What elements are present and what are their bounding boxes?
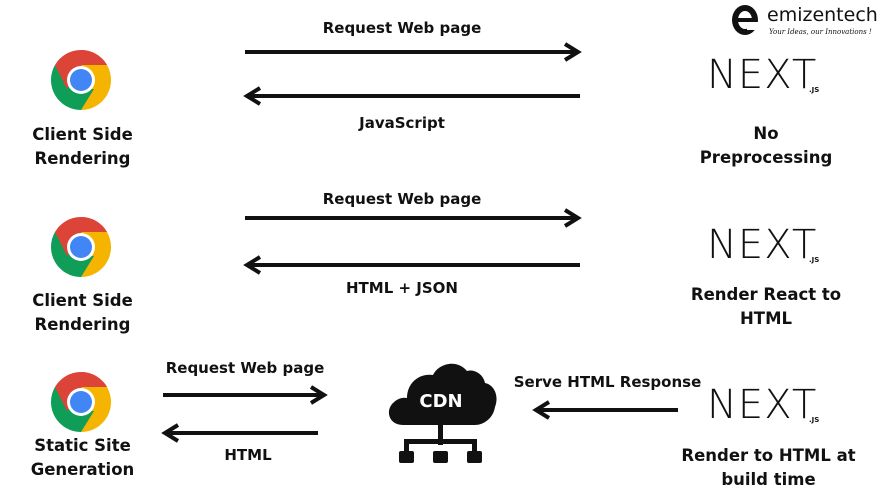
brand-tagline: Your Ideas, our Innovations !	[769, 28, 872, 36]
server-label: Render React to HTML	[690, 285, 842, 328]
server-label: No Preprocessing	[699, 124, 833, 167]
brand-name: emizentech	[767, 4, 878, 26]
chrome-icon	[50, 49, 112, 111]
response-arrow	[243, 86, 580, 106]
response-label: HTML + JSON	[346, 279, 458, 297]
request-arrow	[163, 385, 328, 405]
request-arrow	[245, 208, 582, 228]
nextjs-logo-suffix: .JS	[809, 256, 820, 264]
request-label: Request Web page	[322, 19, 482, 37]
request-arrow	[245, 42, 582, 62]
request-label: Request Web page	[165, 359, 325, 377]
side-label: Client Side Rendering	[32, 291, 133, 334]
server-label: Render to HTML at build time	[681, 446, 856, 489]
nextjs-logo: NEXT .JS	[707, 52, 827, 102]
serve-arrow	[532, 400, 678, 420]
request-label: Request Web page	[322, 190, 482, 208]
nextjs-logo-suffix: .JS	[809, 86, 820, 94]
chrome-icon	[50, 372, 112, 432]
nextjs-logo-text: NEXT	[707, 52, 818, 98]
nextjs-logo-text: NEXT	[707, 382, 818, 428]
brand-logo: emizentech Your Ideas, our Innovations !	[727, 0, 878, 40]
response-arrow	[243, 255, 580, 275]
chrome-icon	[50, 217, 112, 277]
nextjs-logo-text: NEXT	[707, 222, 818, 268]
serve-label: Serve HTML Response	[513, 373, 702, 391]
side-label: Client Side Rendering	[32, 125, 133, 168]
cloud-network-icon	[388, 363, 497, 463]
response-label: JavaScript	[359, 114, 445, 132]
side-label: Static Site Generation	[30, 436, 135, 479]
nextjs-logo-suffix: .JS	[809, 416, 820, 424]
response-label: HTML	[224, 446, 272, 464]
nextjs-logo: NEXT .JS	[707, 222, 827, 272]
brand-logo-icon	[732, 5, 759, 35]
nextjs-logo: NEXT .JS	[707, 382, 827, 432]
response-arrow	[161, 423, 318, 443]
cdn-node: CDN	[383, 355, 499, 467]
cdn-label: CDN	[419, 391, 463, 412]
